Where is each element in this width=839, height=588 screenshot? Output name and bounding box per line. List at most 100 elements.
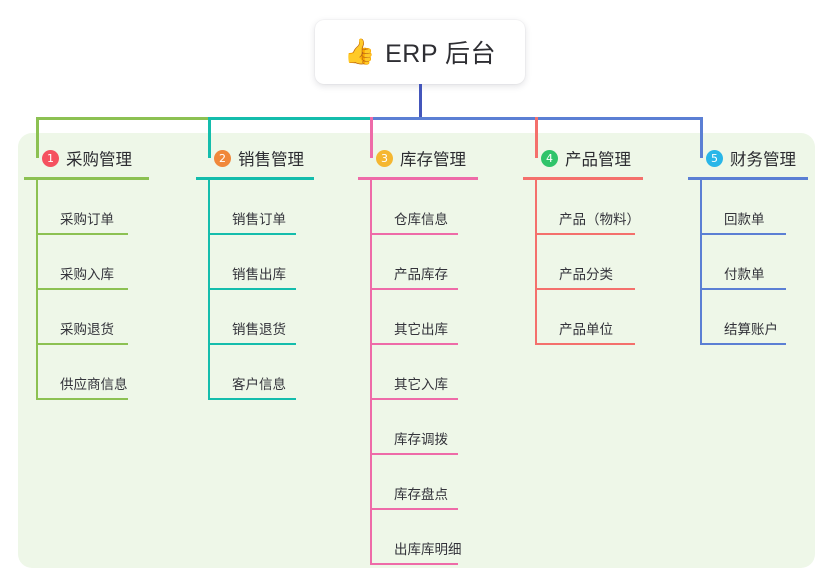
branch-item-rule — [700, 233, 786, 235]
branch-item[interactable]: 供应商信息 — [36, 345, 128, 400]
branch-item-rule — [36, 233, 128, 235]
branch-item-rule — [208, 233, 296, 235]
branch-column-4: 4 产品管理产品（物料） 产品分类产品单位 — [523, 146, 643, 345]
branch-number-badge: 2 — [214, 149, 231, 167]
branch-item-rule — [700, 288, 786, 290]
branch-header-3[interactable]: 3 库存管理 — [358, 146, 478, 170]
branch-title: 产品管理 — [565, 151, 631, 169]
thumbs-up-icon: 👍 — [343, 37, 376, 66]
branch-item-label: 回款单 — [724, 212, 765, 227]
branch-item-rule — [36, 343, 128, 345]
branch-item-rule — [370, 233, 458, 235]
branch-item-label: 库存调拨 — [394, 432, 448, 447]
branch-item-label: 产品单位 — [559, 322, 613, 337]
branch-spine — [370, 178, 372, 565]
branch-item[interactable]: 产品分类 — [535, 235, 635, 290]
branch-header-1[interactable]: 1 采购管理 — [24, 146, 149, 170]
branch-underline — [688, 177, 808, 180]
branch-spine — [535, 178, 537, 345]
branch-item[interactable]: 付款单 — [700, 235, 786, 290]
branch-item-label: 出库库明细 — [394, 542, 462, 557]
branch-item[interactable]: 采购退货 — [36, 290, 128, 345]
branch-item[interactable]: 结算账户 — [700, 290, 786, 345]
branch-number-badge: 1 — [42, 149, 59, 167]
branch-number-badge: 5 — [706, 149, 723, 167]
branch-item-label: 供应商信息 — [60, 377, 128, 392]
branch-item-rule — [700, 343, 786, 345]
branch-item-rule — [535, 288, 635, 290]
branch-item-rule — [370, 508, 458, 510]
branch-item[interactable]: 销售退货 — [208, 290, 296, 345]
branch-underline — [523, 177, 643, 180]
branch-item-label: 产品（物料） — [559, 212, 640, 227]
connector-drop-5 — [700, 117, 703, 158]
branches-panel — [18, 133, 815, 568]
branch-item-label: 销售退货 — [232, 322, 286, 337]
branch-item[interactable]: 库存调拨 — [370, 400, 458, 455]
branch-item[interactable]: 采购入库 — [36, 235, 128, 290]
branch-title: 库存管理 — [400, 151, 466, 169]
branch-item-rule — [535, 233, 635, 235]
branch-column-5: 5 财务管理回款单付款单结算账户 — [688, 146, 808, 345]
branch-item[interactable]: 产品（物料） — [535, 180, 640, 235]
branch-item[interactable]: 采购订单 — [36, 180, 128, 235]
branch-item-rule — [208, 343, 296, 345]
branch-header-5[interactable]: 5 财务管理 — [688, 146, 808, 170]
branch-item-rule — [370, 288, 458, 290]
branch-column-3: 3 库存管理仓库信息产品库存其它出库其它入库库存调拨库存盘点出库库明细 — [358, 146, 478, 565]
branch-item-label: 销售订单 — [232, 212, 286, 227]
branch-number-badge: 3 — [376, 149, 393, 167]
branch-spine — [700, 178, 702, 345]
branch-item-rule — [36, 288, 128, 290]
branch-underline — [24, 177, 149, 180]
branch-header-4[interactable]: 4 产品管理 — [523, 146, 643, 170]
branch-item[interactable]: 其它出库 — [370, 290, 458, 345]
branch-item-rule — [370, 563, 458, 565]
branch-underline — [358, 177, 478, 180]
branch-item[interactable]: 回款单 — [700, 180, 786, 235]
branch-item[interactable]: 仓库信息 — [370, 180, 458, 235]
branch-column-1: 1 采购管理采购订单采购入库采购退货供应商信息 — [24, 146, 149, 400]
root-stem — [419, 84, 422, 120]
branch-item[interactable]: 销售出库 — [208, 235, 296, 290]
branch-item-label: 采购退货 — [60, 322, 114, 337]
branch-item-rule — [370, 453, 458, 455]
branch-title: 采购管理 — [66, 151, 132, 169]
branch-item-label: 付款单 — [724, 267, 765, 282]
connector-drop-4 — [535, 117, 538, 158]
branch-item[interactable]: 销售订单 — [208, 180, 296, 235]
branch-item-rule — [370, 398, 458, 400]
branch-item-label: 其它出库 — [394, 322, 448, 337]
branch-item[interactable]: 出库库明细 — [370, 510, 462, 565]
branch-item-label: 采购订单 — [60, 212, 114, 227]
branch-item[interactable]: 库存盘点 — [370, 455, 458, 510]
branch-item[interactable]: 产品单位 — [535, 290, 635, 345]
root-title: ERP 后台 — [385, 40, 497, 68]
branch-item-label: 结算账户 — [724, 322, 778, 337]
connector-drop-2 — [208, 117, 211, 158]
branch-item-label: 产品库存 — [394, 267, 448, 282]
branch-item[interactable]: 产品库存 — [370, 235, 458, 290]
branch-item-rule — [208, 288, 296, 290]
branch-column-2: 2 销售管理销售订单销售出库销售退货客户信息 — [196, 146, 314, 400]
branch-item-rule — [535, 343, 635, 345]
branch-number-badge: 4 — [541, 149, 558, 167]
branch-item-label: 库存盘点 — [394, 487, 448, 502]
branch-item[interactable]: 客户信息 — [208, 345, 296, 400]
branch-title: 销售管理 — [238, 151, 304, 169]
connector-drop-3 — [370, 117, 373, 158]
branch-item-rule — [370, 343, 458, 345]
root-node[interactable]: 👍 ERP 后台 — [315, 20, 525, 84]
branch-item-label: 销售出库 — [232, 267, 286, 282]
branch-title: 财务管理 — [730, 151, 796, 169]
branch-header-2[interactable]: 2 销售管理 — [196, 146, 314, 170]
branch-item-label: 其它入库 — [394, 377, 448, 392]
connector-bar-segment-2 — [208, 117, 373, 120]
connector-drop-1 — [36, 117, 39, 158]
branch-item[interactable]: 其它入库 — [370, 345, 458, 400]
branch-item-label: 采购入库 — [60, 267, 114, 282]
connector-bar-segment-1 — [36, 117, 211, 120]
branch-item-label: 产品分类 — [559, 267, 613, 282]
branch-item-label: 仓库信息 — [394, 212, 448, 227]
